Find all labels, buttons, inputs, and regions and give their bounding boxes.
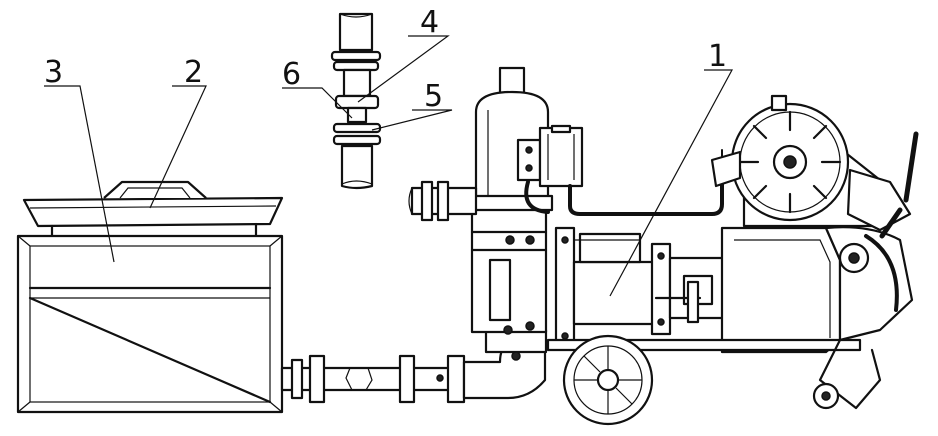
- pump-column: [462, 198, 548, 400]
- cart-wheel: [562, 334, 654, 426]
- pressure-gauge: [516, 124, 584, 188]
- label-hopper: 3: [44, 55, 63, 90]
- label-seal-ring: 6: [282, 57, 301, 92]
- hopper-cover: [22, 180, 284, 238]
- part-labels: 3 2 4 5 6 1: [44, 5, 727, 114]
- leader-2: [149, 85, 207, 209]
- hopper: [16, 234, 284, 414]
- leader-5: [371, 109, 453, 131]
- discharge-outlet: [408, 180, 478, 222]
- pump-cylinder: [554, 226, 732, 350]
- leader-lines: [44, 35, 734, 297]
- label-hopper-cover: 2: [184, 55, 203, 90]
- label-coupling-lower: 5: [424, 79, 443, 114]
- label-pump-unit: 1: [708, 39, 727, 74]
- gearbox: [720, 226, 914, 354]
- leader-4: [357, 35, 450, 103]
- label-coupling-upper: 4: [420, 5, 439, 40]
- coupling-detail: [330, 12, 382, 190]
- leader-1: [609, 69, 734, 297]
- electric-motor: [710, 94, 919, 239]
- leader-6: [282, 87, 353, 119]
- suction-pipe: [280, 354, 484, 404]
- leader-3: [44, 85, 115, 263]
